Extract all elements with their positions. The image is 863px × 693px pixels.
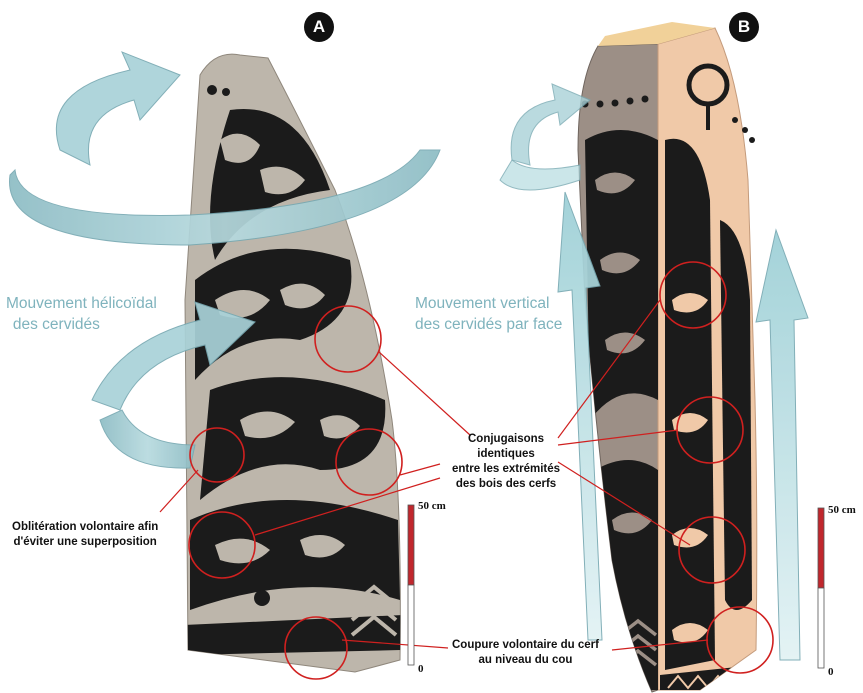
scale-b-bottom-label: 0 (828, 666, 834, 678)
panel-label-a: A (304, 12, 334, 42)
coupure-line-1: Coupure volontaire du cerf (452, 638, 599, 653)
conjugaisons-line-2: identiques (452, 447, 560, 462)
vertical-arrow-right (756, 230, 808, 660)
scale-bar-b (818, 508, 824, 668)
obliteration-line-2: d'éviter une superposition (12, 535, 158, 550)
vertical-line-1: Mouvement vertical (415, 293, 562, 314)
coupure-line-2: au niveau du cou (452, 653, 599, 668)
annotation-obliteration: Oblitération volontaire afin d'éviter un… (12, 520, 158, 550)
vertical-movement-label: Mouvement vertical des cervidés par face (415, 293, 562, 335)
conjugaisons-line-4: des bois des cerfs (452, 477, 560, 492)
scale-b-top-label: 50 cm (828, 504, 856, 516)
helical-line-2: des cervidés (6, 314, 107, 335)
panel-label-b: B (729, 12, 759, 42)
scale-a-bottom-label: 0 (418, 663, 424, 675)
annotation-coupure: Coupure volontaire du cerf au niveau du … (452, 638, 599, 668)
vertical-line-2: des cervidés par face (415, 314, 562, 335)
annotation-conjugaisons: Conjugaisons identiques entre les extrém… (452, 432, 560, 492)
helical-line-1: Mouvement hélicoïdal (6, 293, 157, 314)
obliteration-line-1: Oblitération volontaire afin (12, 520, 158, 535)
scale-a-top-label: 50 cm (418, 500, 446, 512)
conjugaisons-line-1: Conjugaisons (452, 432, 560, 447)
helical-movement-label: Mouvement hélicoïdal des cervidés (6, 293, 157, 335)
scale-bar-a (408, 505, 414, 665)
conjugaisons-line-3: entre les extrémités (452, 462, 560, 477)
stele-b (578, 22, 757, 692)
